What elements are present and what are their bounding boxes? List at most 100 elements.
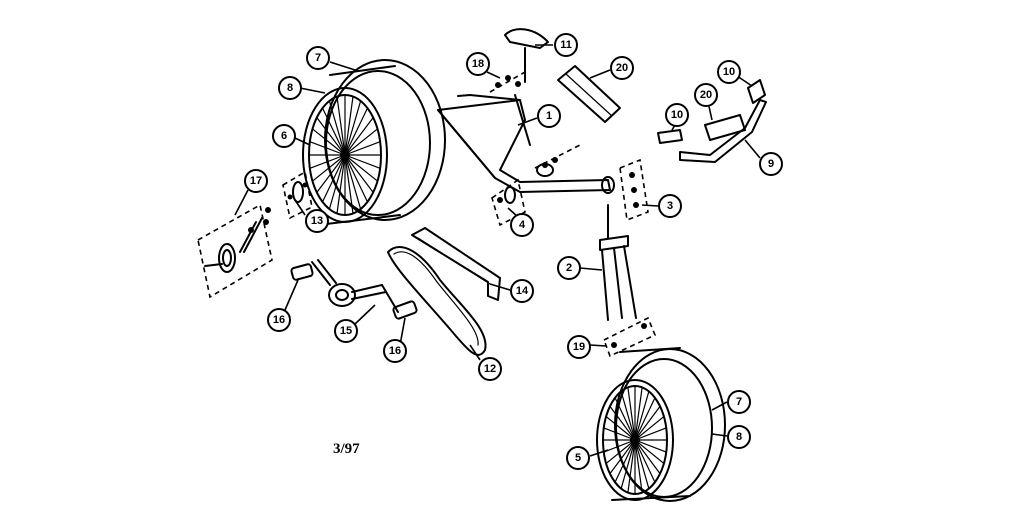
spoke <box>344 154 369 203</box>
spoke <box>344 154 374 194</box>
spoke <box>634 439 656 483</box>
crank-assembly <box>290 259 418 320</box>
spoke <box>603 427 636 441</box>
callout-13: 13 <box>305 209 329 233</box>
spoke <box>605 415 636 441</box>
front-wheel-spokes <box>602 385 668 495</box>
callout-8: 8 <box>278 76 302 100</box>
callout-1: 1 <box>537 104 561 128</box>
spoke <box>634 415 665 441</box>
svg-text:10: 10 <box>723 66 735 78</box>
callout-2: 2 <box>557 256 581 280</box>
callout-20: 20 <box>610 56 634 80</box>
spoke <box>634 405 661 441</box>
svg-text:13: 13 <box>311 215 323 227</box>
svg-text:20: 20 <box>616 62 628 74</box>
spoke <box>634 427 667 441</box>
spoke <box>344 107 369 156</box>
spoke <box>605 439 636 465</box>
spoke <box>634 386 643 441</box>
spoke <box>609 405 636 441</box>
spoke <box>328 154 346 210</box>
svg-text:19: 19 <box>573 341 585 353</box>
spoke <box>344 154 381 169</box>
svg-text:8: 8 <box>287 82 293 94</box>
spoke <box>620 439 636 490</box>
handlebar <box>679 99 767 163</box>
spoke <box>344 95 354 156</box>
svg-text:18: 18 <box>472 58 484 70</box>
svg-text:15: 15 <box>340 325 352 337</box>
svg-text:9: 9 <box>768 158 774 170</box>
callout-3: 3 <box>658 194 682 218</box>
spoke <box>344 154 379 182</box>
spoke <box>634 439 667 453</box>
svg-text:2: 2 <box>566 262 572 274</box>
callout-8: 8 <box>727 425 751 449</box>
svg-text:7: 7 <box>736 396 742 408</box>
spoke <box>311 154 346 182</box>
bottom-bracket-bearings <box>491 144 581 227</box>
svg-text:12: 12 <box>484 363 496 375</box>
svg-text:6: 6 <box>281 130 287 142</box>
spoke <box>634 439 650 490</box>
spoke <box>316 116 346 156</box>
seat <box>504 28 549 83</box>
callout-4: 4 <box>510 213 534 237</box>
callout-6: 6 <box>272 124 296 148</box>
frame <box>437 94 615 194</box>
front-wheel <box>596 347 726 502</box>
headset-bearings <box>619 158 649 222</box>
svg-text:11: 11 <box>560 39 572 51</box>
callout-18: 18 <box>466 52 490 76</box>
chain <box>387 246 487 356</box>
spoke <box>603 439 636 453</box>
spoke <box>344 154 354 215</box>
spoke <box>344 116 374 156</box>
svg-text:17: 17 <box>250 175 262 187</box>
date-code: 3/97 <box>333 441 360 457</box>
svg-text:3: 3 <box>667 200 673 212</box>
spoke <box>316 154 346 194</box>
spoke <box>627 439 636 494</box>
grips-and-pad <box>657 79 766 144</box>
spoke <box>620 390 636 441</box>
callout-9: 9 <box>759 152 783 176</box>
callout-17: 17 <box>244 169 268 193</box>
spoke <box>614 397 636 441</box>
callout-15: 15 <box>334 319 358 343</box>
spoke <box>321 154 346 203</box>
svg-text:16: 16 <box>389 345 401 357</box>
spoke <box>344 100 362 156</box>
rear-wheel-spokes <box>308 94 382 216</box>
spoke <box>328 100 346 156</box>
spoke <box>309 154 346 169</box>
spoke <box>321 107 346 156</box>
spoke <box>627 386 636 441</box>
svg-text:10: 10 <box>671 109 683 121</box>
spoke <box>336 95 346 156</box>
callout-5: 5 <box>566 446 590 470</box>
callout-11: 11 <box>554 33 578 57</box>
callout-19: 19 <box>567 335 591 359</box>
spoke <box>336 154 346 215</box>
spoke <box>311 128 346 156</box>
svg-text:1: 1 <box>546 110 552 122</box>
spoke <box>634 397 656 441</box>
svg-text:16: 16 <box>273 314 285 326</box>
front-axle-hardware <box>602 316 657 358</box>
spoke <box>309 141 346 156</box>
callout-7: 7 <box>306 46 330 70</box>
training-wheel-kit <box>197 203 273 299</box>
spoke <box>634 439 643 494</box>
crossbar-pad <box>557 65 621 123</box>
chain-guard <box>411 227 501 301</box>
spoke <box>344 154 362 210</box>
svg-text:5: 5 <box>575 452 581 464</box>
callout-16: 16 <box>267 308 291 332</box>
svg-text:20: 20 <box>700 89 712 101</box>
callout-12: 12 <box>478 357 502 381</box>
svg-text:7: 7 <box>315 52 321 64</box>
rear-hub-bearings <box>282 170 313 220</box>
